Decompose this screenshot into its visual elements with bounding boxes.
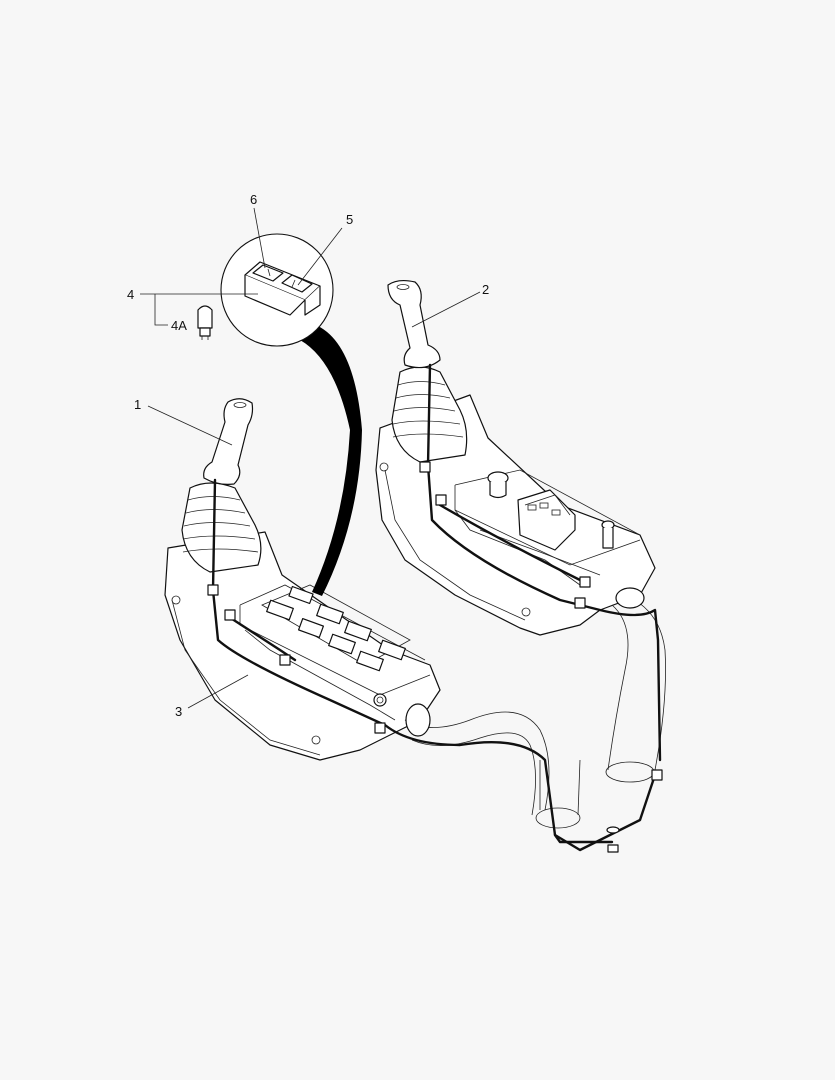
- callout-2: 2: [482, 282, 489, 297]
- callout-3: 3: [175, 704, 182, 719]
- callout-4a: 4A: [171, 318, 187, 333]
- detail-inset: [197, 233, 362, 596]
- callout-labels: 1 2 3 4 4A 5 6: [127, 192, 489, 719]
- right-control-console: [375, 279, 656, 636]
- callout-6: 6: [250, 192, 257, 207]
- switch-bank: [266, 585, 406, 672]
- wire-harness: [207, 363, 663, 853]
- rocker-switch-detail: [244, 261, 321, 316]
- callout-5: 5: [346, 212, 353, 227]
- left-control-console: [164, 398, 441, 761]
- bulb-icon: [197, 305, 213, 340]
- callout-1: 1: [134, 397, 141, 412]
- callout-4: 4: [127, 287, 134, 302]
- leader-lines: [140, 207, 481, 709]
